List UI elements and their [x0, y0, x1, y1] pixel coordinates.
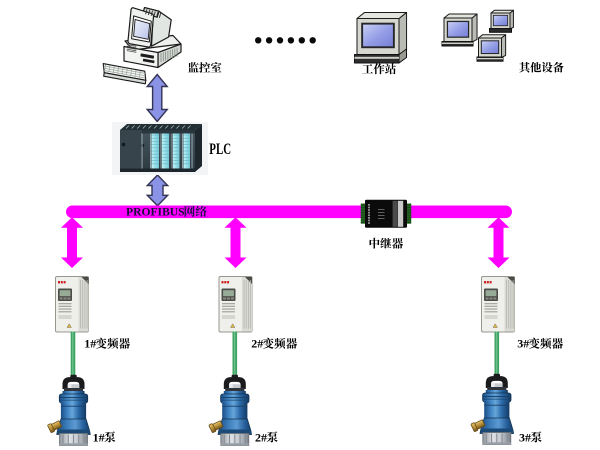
svg-text:PLC: PLC [209, 141, 231, 158]
svg-text:2#: 2# [251, 337, 263, 351]
svg-text:1#: 1# [84, 337, 96, 351]
svg-text:3#: 3# [519, 430, 531, 444]
svg-text:3#: 3# [517, 337, 529, 351]
svg-text:2#: 2# [255, 430, 267, 444]
svg-text:PROFIBUS: PROFIBUS [126, 205, 185, 218]
svg-text:1#: 1# [93, 430, 105, 444]
